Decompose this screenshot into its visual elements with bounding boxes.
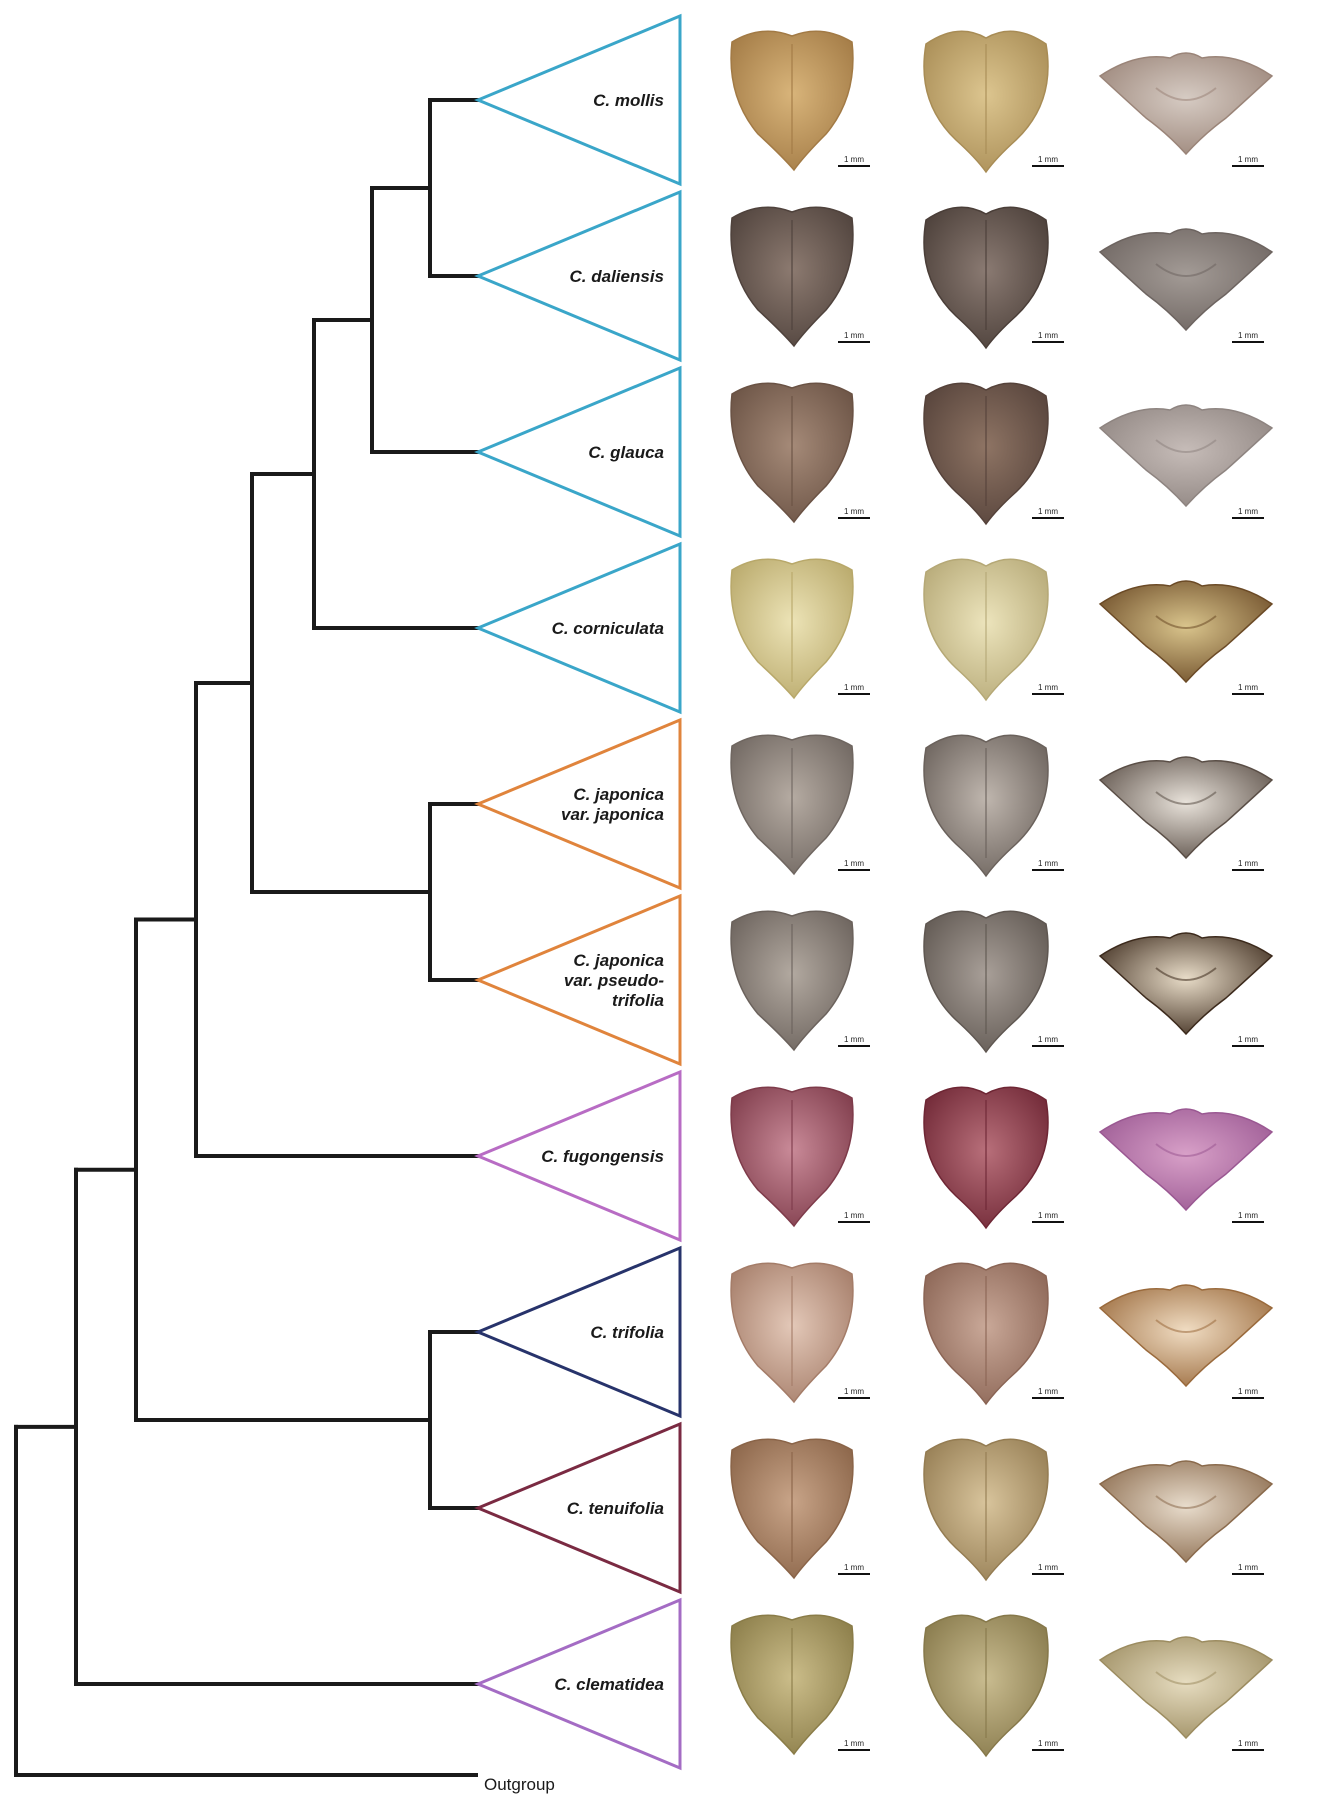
clade-label: C. mollis [593, 91, 664, 110]
clade-label: var. japonica [561, 805, 664, 824]
scale-bar-label: 1 mm [1038, 1387, 1058, 1396]
fruit-cross-section-image [1100, 405, 1272, 506]
clade-label: C. japonica [573, 785, 664, 804]
scale-bar-label: 1 mm [1238, 683, 1258, 692]
outgroup-label: Outgroup [484, 1775, 555, 1794]
fruit-cross-section-image [1100, 229, 1272, 330]
scale-bar-label: 1 mm [844, 331, 864, 340]
scale-bar-label: 1 mm [844, 859, 864, 868]
scale-bar-label: 1 mm [1038, 507, 1058, 516]
scale-bar-label: 1 mm [1038, 1739, 1058, 1748]
clade-label: C. japonica [573, 951, 664, 970]
specimen-photos: 1 mm 1 mm 1 mm 1 mm 1 mm 1 mm 1 mm 1 mm 1 mm 1 mm… [731, 31, 1272, 1756]
scale-bar-label: 1 mm [1038, 683, 1058, 692]
clade-label: C. glauca [588, 443, 664, 462]
scale-bar-label: 1 mm [1238, 507, 1258, 516]
scale-bar-label: 1 mm [1238, 1563, 1258, 1572]
scale-bar-label: 1 mm [1038, 1035, 1058, 1044]
clade-label: C. daliensis [570, 267, 664, 286]
scale-bar-label: 1 mm [844, 683, 864, 692]
clade-label: trifolia [612, 991, 664, 1010]
scale-bar-label: 1 mm [1238, 1387, 1258, 1396]
scale-bar-label: 1 mm [844, 1035, 864, 1044]
fruit-cross-section-image [1100, 1285, 1272, 1386]
scale-bar-label: 1 mm [844, 1563, 864, 1572]
scale-bar-label: 1 mm [1038, 331, 1058, 340]
scale-bar-label: 1 mm [844, 1387, 864, 1396]
scale-bar-label: 1 mm [1038, 1563, 1058, 1572]
fruit-cross-section-image [1100, 581, 1272, 682]
fruit-cross-section-image [1100, 1637, 1272, 1738]
clade-label: var. pseudo- [564, 971, 664, 990]
scale-bar-label: 1 mm [844, 1739, 864, 1748]
fruit-cross-section-image [1100, 757, 1272, 858]
fruit-cross-section-image [1100, 933, 1272, 1034]
scale-bar-label: 1 mm [1238, 1739, 1258, 1748]
clade-label: C. tenuifolia [567, 1499, 664, 1518]
tree-branches [16, 100, 478, 1775]
scale-bar-label: 1 mm [1238, 155, 1258, 164]
clade-label: C. fugongensis [541, 1147, 664, 1166]
scale-bar-label: 1 mm [844, 507, 864, 516]
scale-bar-label: 1 mm [1038, 859, 1058, 868]
clade-label: C. clematidea [554, 1675, 664, 1694]
fruit-cross-section-image [1100, 1109, 1272, 1210]
scale-bar-label: 1 mm [1238, 331, 1258, 340]
fruit-cross-section-image [1100, 1461, 1272, 1562]
scale-bar-label: 1 mm [844, 155, 864, 164]
scale-bar-label: 1 mm [844, 1211, 864, 1220]
fruit-cross-section-image [1100, 53, 1272, 154]
clade-triangle [478, 720, 680, 888]
scale-bar-label: 1 mm [1238, 1211, 1258, 1220]
clade-label: C. corniculata [552, 619, 664, 638]
scale-bar-label: 1 mm [1238, 859, 1258, 868]
scale-bar-label: 1 mm [1038, 1211, 1058, 1220]
scale-bar-label: 1 mm [1038, 155, 1058, 164]
clade-label: C. trifolia [590, 1323, 664, 1342]
scale-bar-label: 1 mm [1238, 1035, 1258, 1044]
